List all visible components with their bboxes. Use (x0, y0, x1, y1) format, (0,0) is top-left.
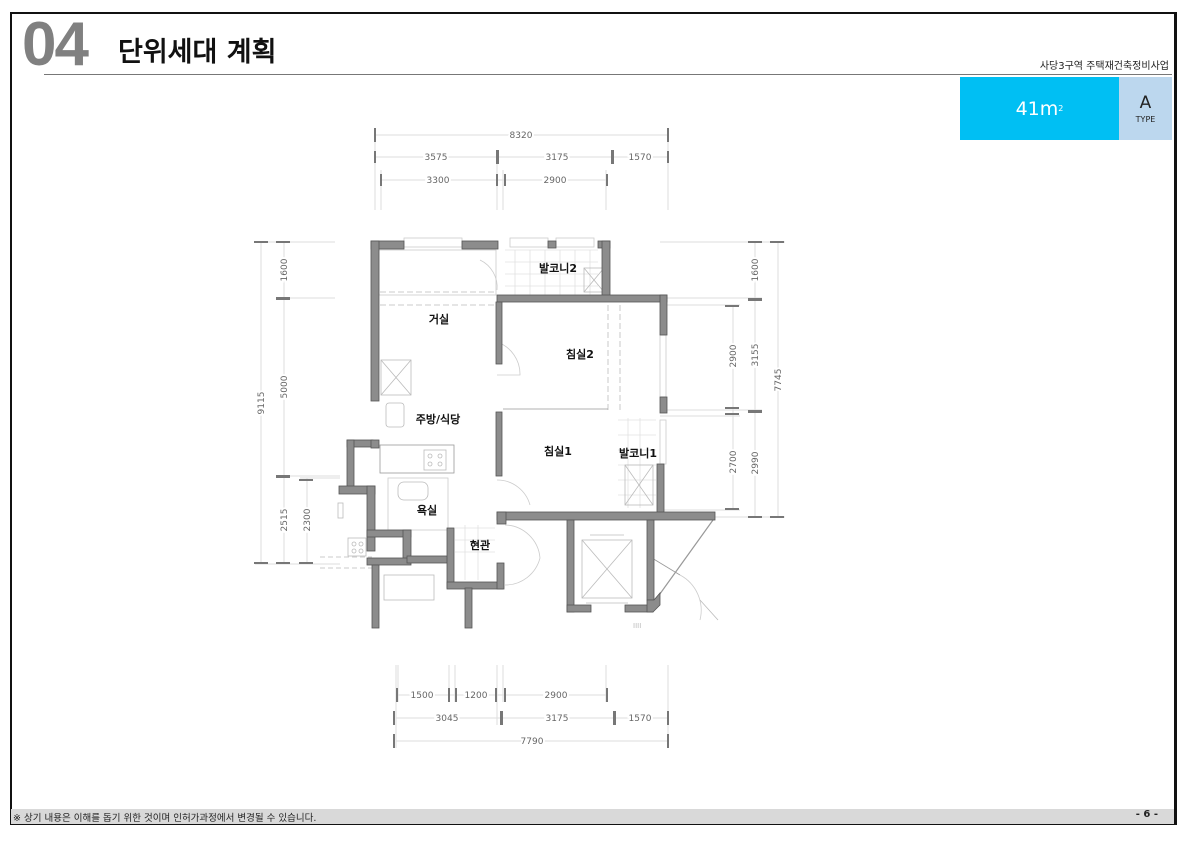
section-title: 단위세대 계획 (118, 37, 277, 68)
dim-top-1: 3575 (425, 153, 448, 163)
dim-bottom-5: 3175 (546, 714, 569, 724)
dimension-lines (255, 128, 785, 748)
dim-left-3: 2515 (280, 509, 290, 532)
project-name: 사당3구역 주택재건축정비사업 (1039, 61, 1169, 72)
room-living: 거실 (429, 312, 449, 326)
section-number: 04 (22, 10, 89, 79)
room-entrance: 현관 (470, 538, 490, 552)
dimension-labels: 8320 3575 3175 1570 3300 2900 1500 1200 … (255, 129, 786, 749)
dim-top-5: 2900 (544, 176, 567, 186)
walls (338, 240, 716, 629)
dimension-ticks (254, 128, 784, 748)
interior-details: IIII (320, 237, 719, 630)
room-bedroom2: 침실2 (566, 347, 594, 361)
footer-disclaimer: ※ 상기 내용은 이해를 돕기 위한 것이며 인허가과정에서 변경될 수 있습니… (13, 813, 317, 824)
dim-bottom-2: 1200 (465, 691, 488, 701)
dim-left-4: 2300 (303, 508, 313, 531)
footer-bar: ※ 상기 내용은 이해를 돕기 위한 것이며 인허가과정에서 변경될 수 있습니… (11, 809, 1174, 824)
dim-left-2: 5000 (280, 375, 290, 398)
dim-right-1: 1600 (751, 258, 761, 281)
room-balcony2: 발코니2 (539, 261, 577, 275)
dim-right-total: 7745 (774, 369, 784, 392)
dim-right-3: 2990 (751, 451, 761, 474)
title-divider (44, 74, 1172, 75)
room-balcony1: 발코니1 (619, 446, 657, 460)
dim-bottom-4: 3045 (436, 714, 459, 724)
type-label: TYPE (1135, 114, 1156, 124)
dim-right-2: 3155 (751, 344, 761, 367)
dim-top-3: 1570 (629, 153, 652, 163)
room-labels: 거실 발코니2 침실2 주방/식당 침실1 발코니1 욕실 현관 (416, 261, 657, 552)
type-letter: A (1139, 92, 1152, 113)
dim-top-2: 3175 (546, 153, 569, 163)
room-bedroom1: 침실1 (544, 444, 572, 458)
dim-bottom-1: 1500 (411, 691, 434, 701)
area-unit: m (1039, 97, 1059, 120)
room-kitchen: 주방/식당 (416, 412, 461, 426)
dim-bottom-total: 7790 (521, 737, 544, 747)
unit-type: A TYPE (1119, 77, 1172, 140)
svg-text:IIII: IIII (633, 622, 641, 630)
area-unit-sup: 2 (1058, 104, 1064, 113)
area-value: 41 (1015, 97, 1040, 120)
room-bathroom: 욕실 (417, 503, 437, 517)
dim-left-1: 1600 (280, 258, 290, 281)
dim-top-4: 3300 (427, 176, 450, 186)
page-number: - 6 - (1135, 809, 1158, 820)
dim-right-inner-2: 2700 (729, 450, 739, 473)
dim-left-total: 9115 (257, 392, 267, 415)
dim-bottom-3: 2900 (545, 691, 568, 701)
dim-bottom-6: 1570 (629, 714, 652, 724)
dim-right-inner-1: 2900 (729, 344, 739, 367)
dim-top-total: 8320 (510, 131, 533, 141)
